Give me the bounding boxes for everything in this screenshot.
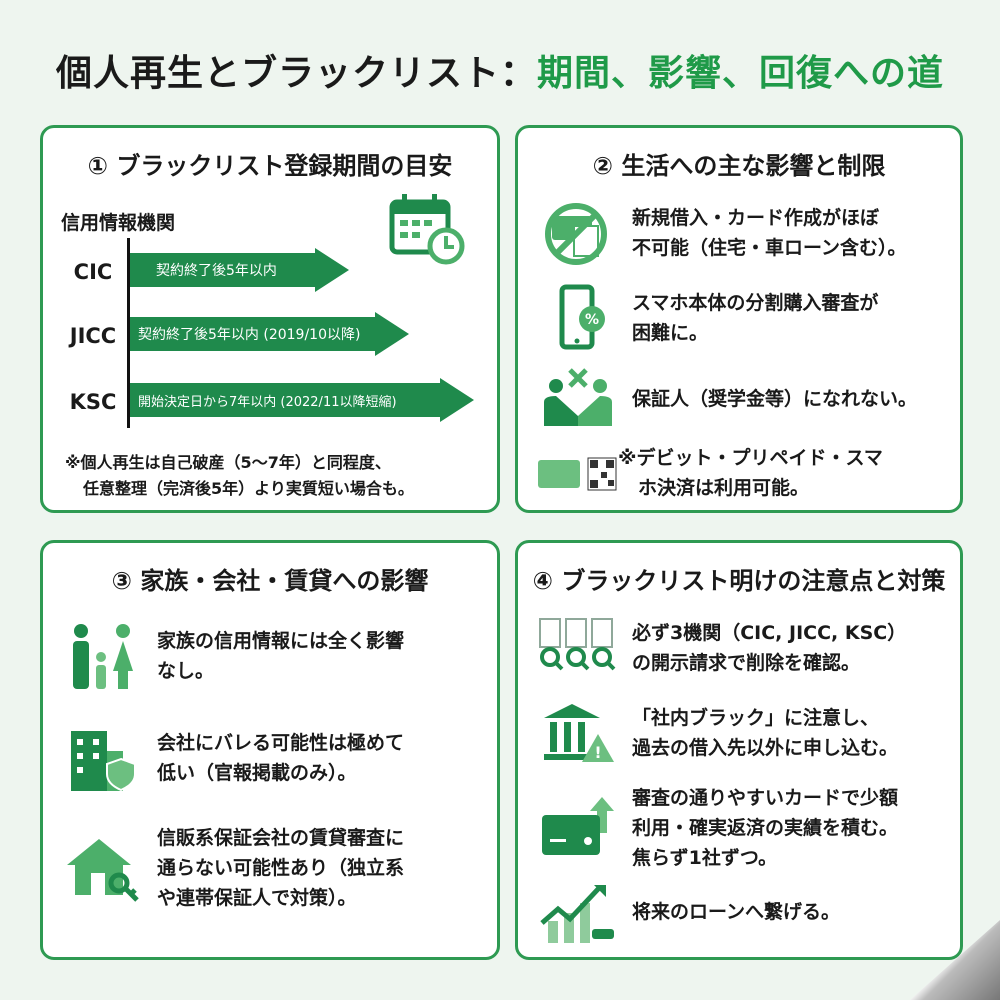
list-item: 信販系保証会社の賃貸審査に通らない可能性あり（独立系や連帯保証人で対策）。 <box>63 823 485 913</box>
period-arrow: 契約終了後5年以内 (2019/10以降) <box>130 312 409 356</box>
org-label: JICC <box>69 324 117 348</box>
org-label: CIC <box>73 260 113 284</box>
list-item: 将来のローンへ繋げる。 <box>538 877 948 947</box>
bank-warning-icon: ! <box>544 704 614 762</box>
panel-heading: ④ ブラックリスト明けの注意点と対策 <box>532 567 946 595</box>
list-item: ※デビット・プリペイド・スマホ決済は利用可能。 <box>538 438 948 508</box>
panel-heading: ③ 家族・会社・賃貸への影響 <box>111 567 429 595</box>
item-text: ※デビット・プリペイド・スマ <box>618 447 883 469</box>
period-text: 開始決定日から7年以内 (2022/11以降短縮) <box>130 383 440 417</box>
item-text: の開示請求で削除を確認。 <box>632 652 861 674</box>
item-text: 焦らず1社ずつ。 <box>632 847 778 869</box>
panel-heading: ② 生活への主な影響と制限 <box>592 152 886 180</box>
item-text: なし。 <box>157 660 215 682</box>
subheading: 信用情報機関 <box>61 212 176 234</box>
panel-family-company-rental: ③ 家族・会社・賃貸への影響 家族の信用情報には全く影響なし。 会社にバレる可能… <box>40 540 500 960</box>
title-accent: 期間、影響、回復への道 <box>537 53 945 94</box>
house-key-icon <box>67 839 139 902</box>
item-text: 「社内ブラック」に注意し、 <box>632 707 880 729</box>
item-text: 会社にバレる可能性は極めて <box>157 732 405 754</box>
calendar-clock-icon <box>389 194 465 265</box>
list-item: 新規借入・カード作成がほぼ不可能（住宅・車ローン含む）。 <box>538 198 948 268</box>
item-text: 不可能（住宅・車ローン含む）。 <box>632 237 907 259</box>
period-arrow: 契約終了後5年以内 <box>130 248 349 292</box>
item-text: 新規借入・カード作成がほぼ <box>632 207 880 229</box>
growth-chart-car-icon <box>540 885 614 943</box>
item-text: 通らない可能性あり（独立系 <box>157 857 405 879</box>
item-text: 必ず3機関（CIC, JICC, KSC） <box>632 622 907 644</box>
no-card-loan-icon <box>545 203 607 265</box>
family-icon <box>73 624 133 689</box>
item-text: 信販系保証会社の賃貸審査に <box>157 827 405 849</box>
note-line: ※個人再生は自己破産（5〜7年）と同程度、 <box>65 453 391 472</box>
office-shield-icon <box>71 731 136 792</box>
item-text: 保証人（奨学金等）になれない。 <box>632 388 918 410</box>
list-item: 会社にバレる可能性は極めて低い（官報掲載のみ）。 <box>63 723 485 793</box>
item-text: ホ決済は利用可能。 <box>638 477 810 499</box>
item-text: 利用・確実返済の実績を積む。 <box>632 817 899 839</box>
guarantor-x-icon <box>544 368 612 426</box>
svg-text:%: % <box>585 312 599 328</box>
card-up-arrow-icon <box>542 797 614 855</box>
panel-heading: ① ブラックリスト登録期間の目安 <box>87 152 453 180</box>
item-text: 家族の信用情報には全く影響 <box>157 630 405 652</box>
page-title: 個人再生とブラックリスト：期間、影響、回復への道 <box>0 44 1000 96</box>
list-item: 必ず3機関（CIC, JICC, KSC） の開示請求で削除を確認。 <box>538 613 948 683</box>
item-text: 低い（官報掲載のみ）。 <box>157 762 357 784</box>
note-line: 任意整理（完済後5年）より実質短い場合も。 <box>83 479 414 498</box>
list-item: % スマホ本体の分割購入審査が困難に。 <box>538 283 948 353</box>
list-item: 家族の信用情報には全く影響なし。 <box>63 621 485 691</box>
panel-blacklist-period: ① ブラックリスト登録期間の目安 信用情報機関 CIC 契約終了後5年以内 JI… <box>40 125 500 513</box>
item-text: や連帯保証人で対策）。 <box>157 887 357 909</box>
panel-after-blacklist: ④ ブラックリスト明けの注意点と対策 必ず3機関（CIC, JICC, KSC）… <box>515 540 963 960</box>
org-label: KSC <box>69 390 117 414</box>
title-main: 個人再生とブラックリスト： <box>55 53 537 94</box>
list-item: 審査の通りやすいカードで少額利用・確実返済の実績を積む。焦らず1社ずつ。 <box>538 783 948 873</box>
period-text: 契約終了後5年以内 (2019/10以降) <box>130 317 375 351</box>
list-item: ! 「社内ブラック」に注意し、過去の借入先以外に申し込む。 <box>538 698 948 768</box>
timeline-axis <box>127 238 130 428</box>
item-text: スマホ本体の分割購入審査が <box>632 292 879 314</box>
footnote: ※個人再生は自己破産（5〜7年）と同程度、任意整理（完済後5年）より実質短い場合… <box>65 450 414 502</box>
item-text: 審査の通りやすいカードで少額 <box>632 787 899 809</box>
panel-life-impact: ② 生活への主な影響と制限 新規借入・カード作成がほぼ不可能（住宅・車ローン含む… <box>515 125 963 513</box>
svg-text:!: ! <box>594 743 601 762</box>
item-text: 将来のローンへ繋げる。 <box>632 901 841 923</box>
item-text: 過去の借入先以外に申し込む。 <box>632 737 899 759</box>
smartphone-percent-icon: % <box>559 284 605 350</box>
item-text: 困難に。 <box>632 322 709 344</box>
list-item: 保証人（奨学金等）になれない。 <box>538 364 948 434</box>
period-text: 契約終了後5年以内 <box>130 253 315 287</box>
period-arrow: 開始決定日から7年以内 (2022/11以降短縮) <box>130 378 474 422</box>
debit-qr-icon <box>538 457 617 491</box>
documents-search-icon <box>539 618 616 671</box>
